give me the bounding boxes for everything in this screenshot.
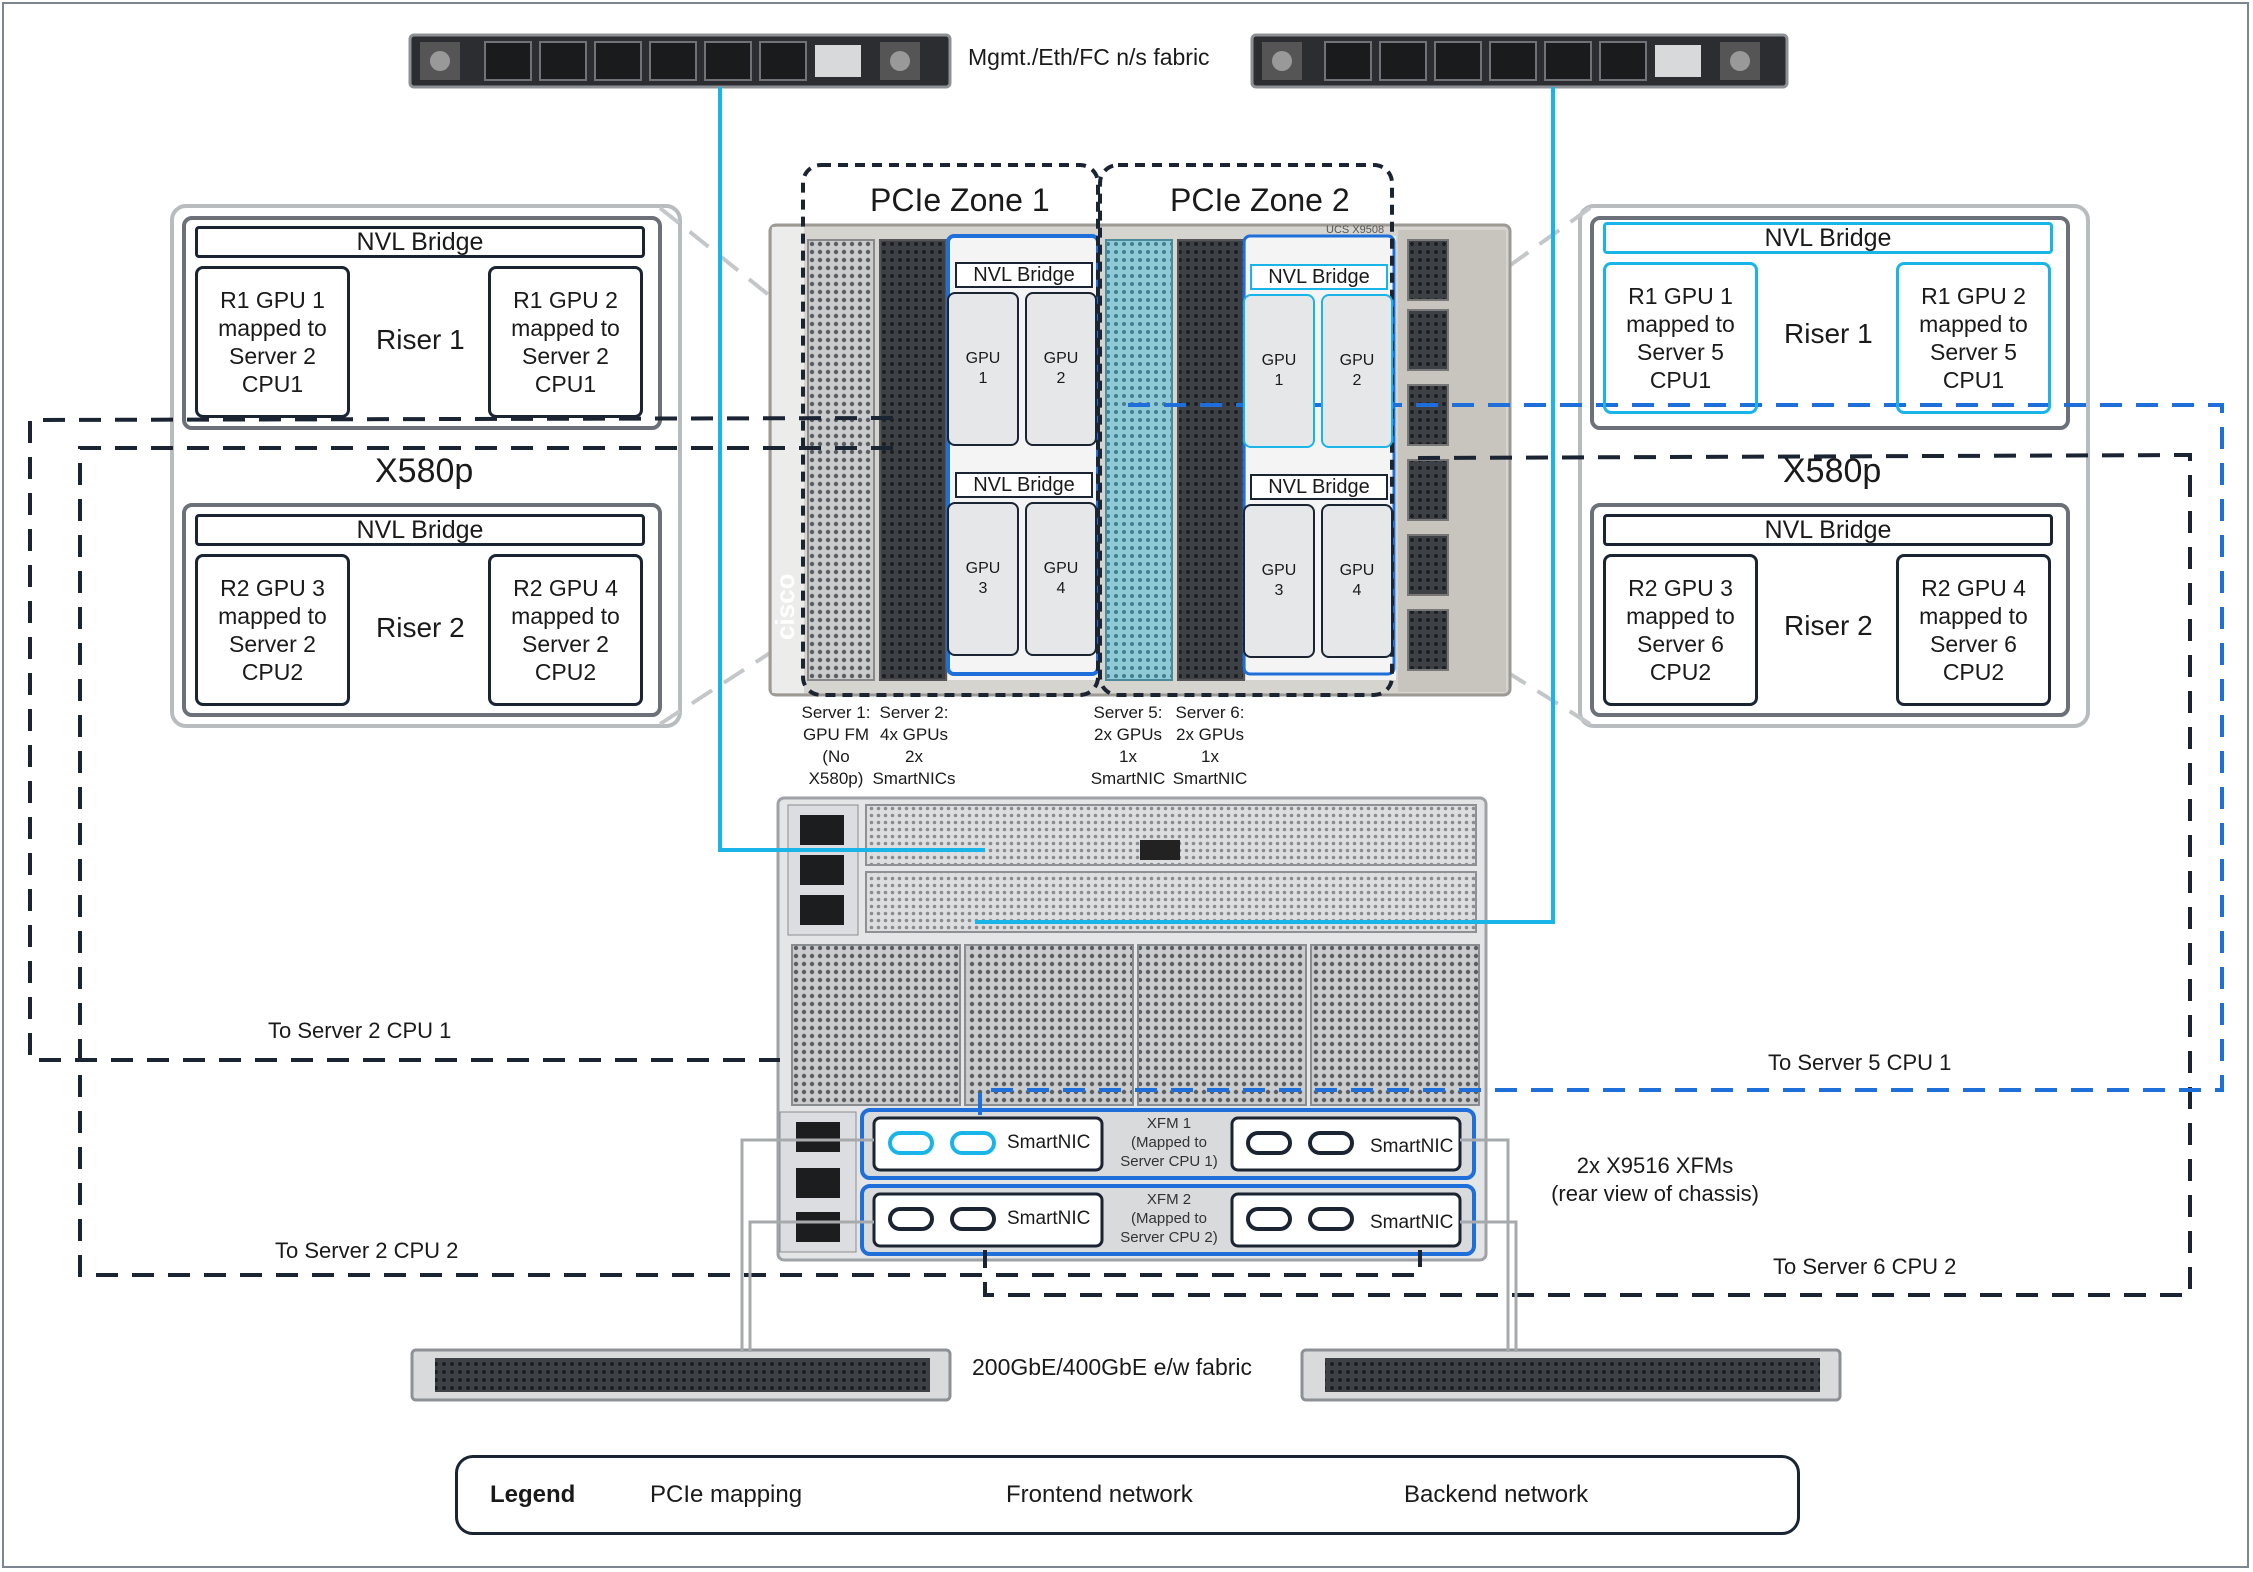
server1-desc: Server 1: GPU FM (No X580p) — [801, 703, 871, 788]
legend-pcie-label: PCIe mapping — [650, 1481, 803, 1508]
right-riser1-nvl-bridge: NVL Bridge — [1603, 222, 2053, 254]
xfm2-smartnic-right: SmartNIC — [1370, 1212, 1454, 1233]
inner-gpu-1-zone1: GPU 1 — [947, 292, 1019, 446]
right-x580p-panel — [1578, 204, 2090, 728]
xfm1-label: XFM 1 (Mapped to Server CPU 1) — [1120, 1115, 1218, 1170]
right-riser2-gpu3: R2 GPU 3 mapped to Server 6 CPU2 — [1603, 554, 1758, 706]
xfm1-smartnic-right: SmartNIC — [1370, 1136, 1454, 1157]
bottom-fabric-label: 200GbE/400GbE e/w fabric — [972, 1354, 1252, 1380]
cisco-logo: cisco — [770, 573, 800, 641]
left-riser1-label: Riser 1 — [376, 324, 465, 355]
link-label-s5-cpu1: To Server 5 CPU 1 — [1768, 1050, 1952, 1075]
ucs-chassis-front — [768, 223, 1512, 697]
link-label-s2-cpu2: To Server 2 CPU 2 — [275, 1238, 459, 1263]
right-riser1-gpu2: R1 GPU 2 mapped to Server 5 CPU1 — [1896, 262, 2051, 414]
left-riser1-gpu2: R1 GPU 2 mapped to Server 2 CPU1 — [488, 266, 643, 418]
top-fabric-switch-left — [408, 33, 952, 89]
pcie-zone-1-label: PCIe Zone 1 — [870, 182, 1050, 218]
xfm-side-label: 2x X9516 XFMs (rear view of chassis) — [1551, 1153, 1759, 1206]
legend-backend-label: Backend network — [1404, 1481, 1589, 1508]
inner-gpu-4-zone2: GPU 4 — [1321, 504, 1393, 658]
right-riser1-gpu1: R1 GPU 1 mapped to Server 5 CPU1 — [1603, 262, 1758, 414]
xfm1-smartnic-left: SmartNIC — [1007, 1132, 1091, 1153]
link-label-s6-cpu2: To Server 6 CPU 2 — [1773, 1254, 1957, 1279]
left-riser1-nvl-bridge: NVL Bridge — [195, 226, 645, 258]
server2-desc: Server 2: 4x GPUs 2x SmartNICs — [872, 703, 956, 788]
legend-box — [455, 1455, 1800, 1535]
inner-gpu-4-zone1: GPU 4 — [1025, 502, 1097, 656]
inner-gpu-1-zone2: GPU 1 — [1243, 294, 1315, 448]
left-riser2-gpu4: R2 GPU 4 mapped to Server 2 CPU2 — [488, 554, 643, 706]
link-label-s2-cpu1: To Server 2 CPU 1 — [268, 1018, 452, 1043]
left-riser2-nvl-bridge: NVL Bridge — [195, 514, 645, 546]
xfm2-label: XFM 2 (Mapped to Server CPU 2) — [1120, 1191, 1218, 1246]
right-riser2-gpu4: R2 GPU 4 mapped to Server 6 CPU2 — [1896, 554, 2051, 706]
inner-nvl-bridge-1b: NVL Bridge — [955, 472, 1093, 498]
inner-nvl-bridge-2b: NVL Bridge — [1250, 474, 1388, 500]
left-x580p-label: X580p — [375, 452, 474, 490]
left-riser1-gpu1: R1 GPU 1 mapped to Server 2 CPU1 — [195, 266, 350, 418]
top-fabric-label: Mgmt./Eth/FC n/s fabric — [968, 44, 1210, 70]
bottom-fabric-switch-right — [1300, 1348, 1842, 1402]
inner-gpu-2-zone2: GPU 2 — [1321, 294, 1393, 448]
legend-title: Legend — [490, 1481, 576, 1508]
right-riser2-label: Riser 2 — [1784, 610, 1873, 641]
legend-frontend-label: Frontend network — [1006, 1481, 1193, 1508]
top-fabric-switch-right — [1250, 33, 1789, 89]
right-riser1-label: Riser 1 — [1784, 318, 1873, 349]
inner-gpu-3-zone1: GPU 3 — [947, 502, 1019, 656]
inner-nvl-bridge-2a: NVL Bridge — [1250, 264, 1388, 290]
inner-nvl-bridge-1a: NVL Bridge — [955, 262, 1093, 288]
left-riser2-label: Riser 2 — [376, 612, 465, 643]
xfm2-smartnic-left: SmartNIC — [1007, 1208, 1091, 1229]
right-riser2-nvl-bridge: NVL Bridge — [1603, 514, 2053, 546]
bottom-fabric-switch-left — [410, 1348, 952, 1402]
server5-desc: Server 5: 2x GPUs 1x SmartNIC — [1090, 703, 1166, 788]
chassis-model-label: UCS X9508 — [1326, 224, 1385, 236]
right-x580p-label: X580p — [1783, 452, 1882, 490]
inner-gpu-2-zone1: GPU 2 — [1025, 292, 1097, 446]
left-x580p-panel — [170, 204, 682, 728]
ucs-chassis-rear — [776, 796, 1488, 1262]
server6-desc: Server 6: 2x GPUs 1x SmartNIC — [1172, 703, 1248, 788]
inner-gpu-3-zone2: GPU 3 — [1243, 504, 1315, 658]
pcie-zone-2-label: PCIe Zone 2 — [1170, 182, 1350, 218]
left-riser2-gpu3: R2 GPU 3 mapped to Server 2 CPU2 — [195, 554, 350, 706]
